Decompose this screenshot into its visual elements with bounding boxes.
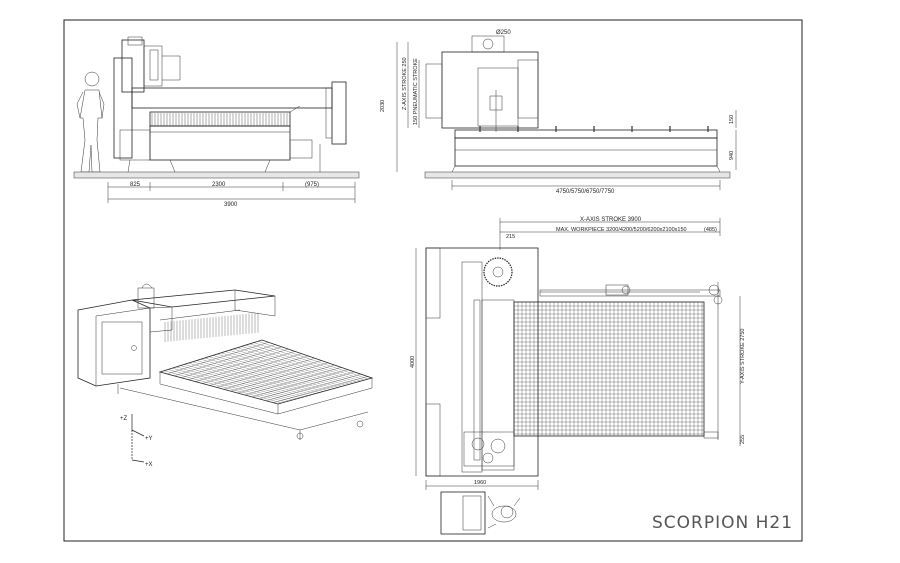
control-panel <box>440 491 486 535</box>
dim-485: (485) <box>704 227 717 233</box>
isometric-view: +Z +Y +X <box>77 283 374 468</box>
max-workpiece: MAX. WORKPIECE 3200/4200/5200/6200x2100x… <box>556 227 687 233</box>
x-axis-stroke: X-AXIS STROKE 3900 <box>580 217 642 223</box>
z-axis-stroke: Z-AXIS STROKE 250 <box>402 57 408 110</box>
dim-255: 255 <box>740 435 746 444</box>
axis-x-label: +X <box>145 462 153 468</box>
axis-triad: +Z +Y +X <box>120 414 153 468</box>
table-slats-side <box>151 113 288 126</box>
dim-2300: 2300 <box>212 182 226 188</box>
drawing-frame <box>63 19 803 542</box>
dim-975: (975) <box>305 182 319 188</box>
plan-view: X-AXIS STROKE 3900 MAX. WORKPIECE 3200/4… <box>410 217 746 535</box>
dim-4000: 4000 <box>410 356 416 368</box>
bed-clamps <box>479 126 709 132</box>
dim-2030: 2030 <box>380 100 386 112</box>
iso-table-grid <box>159 339 369 405</box>
dim-1960: 1960 <box>474 480 486 486</box>
front-view: 2030 Z-AXIS STROKE 250 150 PNEUMATIC STR… <box>380 30 737 195</box>
dim-825: 825 <box>130 182 141 188</box>
dim-940: 940 <box>729 151 735 160</box>
ground-hatch <box>73 171 360 179</box>
motors <box>463 431 515 467</box>
ground-hatch-front <box>424 171 731 179</box>
iso-slats <box>164 312 259 342</box>
side-view: 825 2300 (975) 3900 <box>73 36 360 208</box>
saw-blade <box>483 257 513 287</box>
axis-z-label: +Z <box>120 416 128 422</box>
operator-plan-figure <box>487 495 521 529</box>
plan-table-grid <box>513 301 704 436</box>
pneumatic-stroke: 150 PNEUMATIC STROKE <box>413 58 419 125</box>
dim-215: 215 <box>506 234 515 240</box>
dim-3900: 3900 <box>224 202 238 208</box>
dim-length: 4750/5750/6750/7750 <box>556 189 615 195</box>
human-figure <box>76 71 105 173</box>
dim-150: 150 <box>729 115 735 124</box>
tool-diameter: Ø250 <box>496 30 511 36</box>
drawing-title: SCORPION H21 <box>652 513 793 533</box>
y-axis-stroke: Y-AXIS STROKE 2750 <box>740 329 746 384</box>
axis-y-label: +Y <box>145 436 153 442</box>
